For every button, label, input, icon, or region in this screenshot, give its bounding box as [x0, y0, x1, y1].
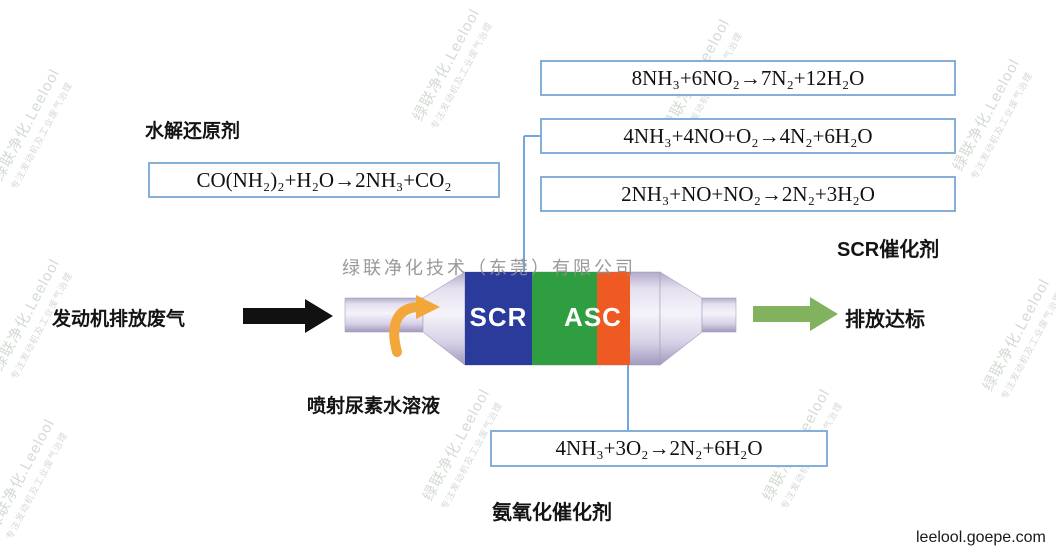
label-scr-catalyst: SCR催化剂 — [837, 239, 940, 261]
equation-box-no-o2: 4NH₃+4NO+O₂→4N₂+6H₂O — [540, 118, 956, 154]
outlet-cone — [659, 271, 703, 366]
company-watermark: 绿联净化技术（东莞）有限公司 — [342, 258, 636, 278]
scr-band — [465, 272, 532, 365]
inlet-cone — [422, 271, 466, 366]
equation-box-no2: 8NH₃+6NO₂→7N₂+12H₂O — [540, 60, 956, 96]
scr-band-label: SCR — [469, 302, 528, 332]
urea-arrow-head — [416, 295, 440, 319]
label-urea-injection: 喷射尿素水溶液 — [307, 396, 441, 417]
label-ammonia-oxidation-catalyst: 氨氧化催化剂 — [492, 502, 612, 524]
urea-arrow — [389, 302, 423, 357]
equation-box-hydrolysis: CO(NH₂)₂+H₂O→2NH₃+CO₂ — [148, 162, 500, 198]
clean-air-arrow — [753, 297, 838, 331]
outlet-pipe — [701, 297, 737, 333]
label-engine-exhaust: 发动机排放废气 — [52, 309, 186, 330]
equation-box-ammonia-oxidation: 4NH₃+3O₂→2N₂+6H₂O — [490, 430, 828, 467]
label-emission-ok: 排放达标 — [845, 309, 925, 331]
asc-band-label: ASC — [564, 302, 622, 332]
label-hydrolysis-agent: 水解还原剂 — [145, 121, 241, 142]
asc-band — [597, 272, 630, 365]
equation-box-no-no2: 2NH₃+NO+NO₂→2N₂+3H₂O — [540, 176, 956, 212]
site-url: leelool.goepe.com — [916, 529, 1046, 546]
exhaust-arrow — [243, 299, 333, 333]
mid-band — [532, 272, 597, 365]
